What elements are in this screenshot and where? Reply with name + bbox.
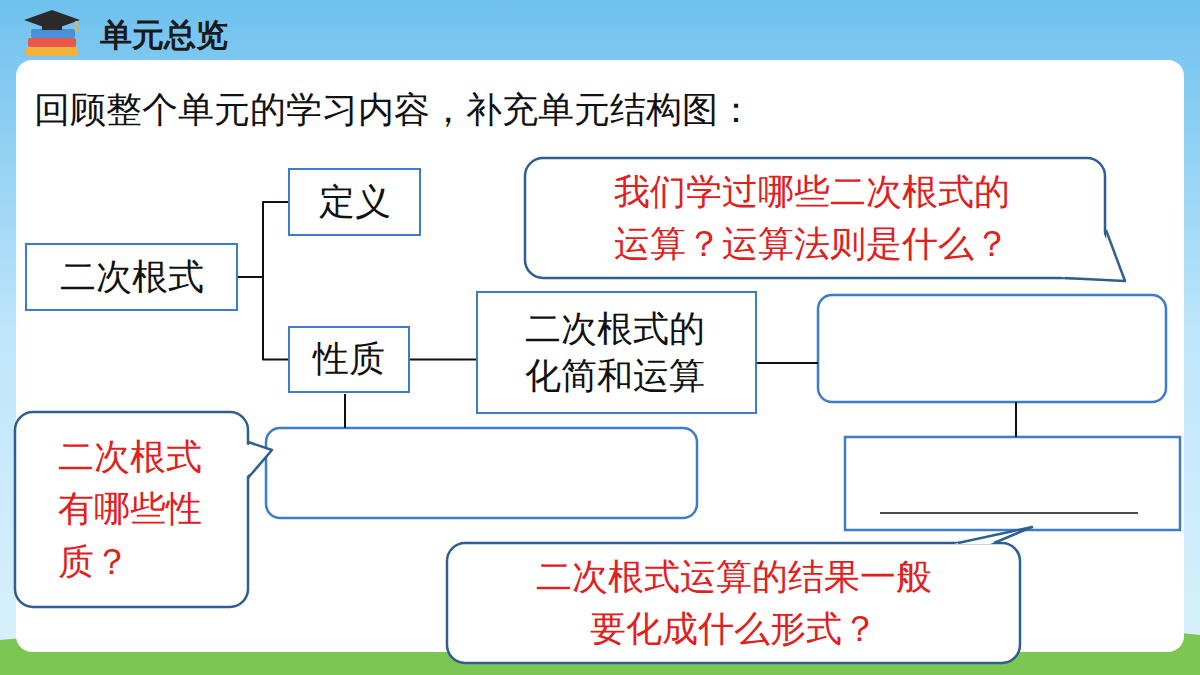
bubble-tail-fill — [954, 527, 1032, 544]
bubble-body — [15, 412, 248, 607]
question-text: 二次根式有哪些性质？ — [58, 431, 206, 588]
bubble-tail — [958, 527, 1032, 543]
title-icon — [24, 10, 80, 56]
bubble-tail — [1065, 230, 1125, 281]
speech-bubble: 二次根式运算的结果一般要化成什么形式？ — [447, 543, 1020, 663]
concept-box: 二次根式 — [25, 243, 238, 311]
bubble-tail-fill — [1061, 230, 1125, 281]
bubble-tail — [248, 442, 272, 478]
concept-box: 性质 — [288, 326, 410, 393]
speech-bubble: 我们学过哪些二次根式的运算？运算法则是什么？ — [525, 158, 1105, 278]
box-label: 二次根式 — [60, 254, 204, 301]
box-label: 性质 — [313, 336, 385, 383]
instruction-text: 回顾整个单元的学习内容，补充单元结构图： — [34, 86, 754, 135]
concept-box: 二次根式的化简和运算 — [476, 291, 757, 414]
blank-underline — [880, 512, 1138, 514]
leader-line — [1015, 402, 1017, 437]
connector-line — [238, 277, 288, 360]
connector-line — [238, 202, 288, 277]
blank-box — [818, 295, 1166, 402]
slide-title: 单元总览 — [100, 14, 228, 58]
connector-line — [410, 359, 476, 361]
box-label: 二次根式的化简和运算 — [525, 306, 709, 400]
blank-box — [845, 437, 1180, 530]
bubble-body — [447, 543, 1020, 663]
question-text: 我们学过哪些二次根式的运算？运算法则是什么？ — [614, 166, 1016, 270]
leader-line — [344, 394, 346, 428]
question-text: 二次根式运算的结果一般要化成什么形式？ — [533, 551, 935, 655]
speech-bubble: 二次根式有哪些性质？ — [15, 412, 248, 607]
bubble-body — [525, 158, 1105, 278]
blank-box — [266, 428, 697, 518]
concept-box: 定义 — [288, 168, 421, 236]
box-label: 定义 — [319, 179, 391, 226]
leader-line — [757, 362, 818, 364]
